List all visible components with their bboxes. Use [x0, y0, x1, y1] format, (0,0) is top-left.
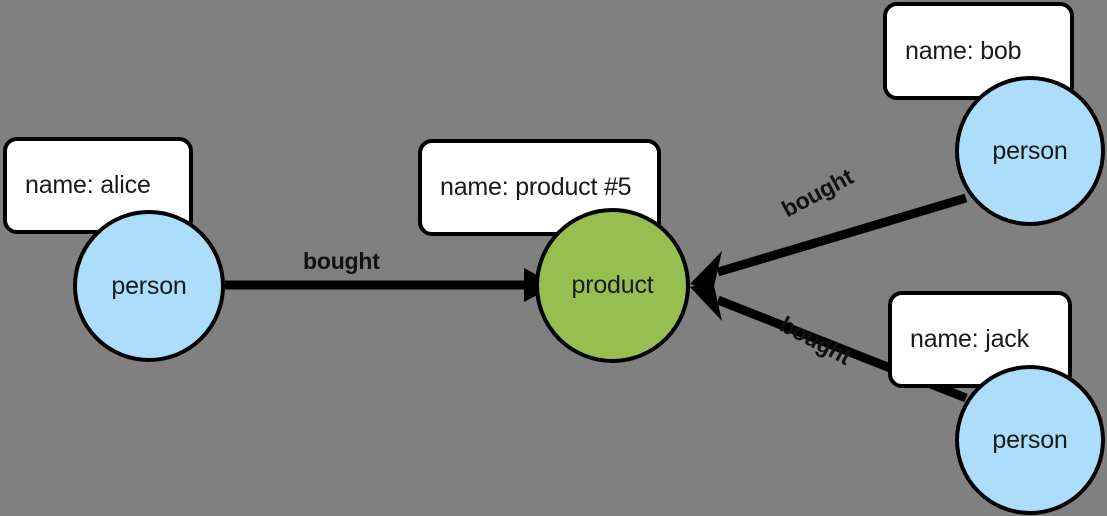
- node-label-bob: person: [992, 136, 1068, 165]
- edge-line-bob-product: [716, 193, 968, 277]
- edge-alice-bought-product[interactable]: [225, 268, 556, 302]
- property-text-jack: name: jack: [910, 325, 1029, 353]
- edge-label-alice-bought: bought: [303, 248, 380, 274]
- node-person-bob[interactable]: person: [955, 76, 1105, 226]
- edge-bob-bought-product[interactable]: [690, 193, 968, 291]
- property-text-alice: name: alice: [25, 171, 151, 199]
- node-person-alice[interactable]: person: [73, 210, 225, 362]
- node-label-product5: product: [571, 271, 654, 299]
- arrowhead-bob-product: [690, 251, 722, 291]
- node-label-jack: person: [992, 425, 1068, 454]
- property-box-alice[interactable]: name: alice: [3, 137, 193, 234]
- node-label-alice: person: [111, 271, 187, 300]
- arrowhead-jack-product: [690, 281, 722, 321]
- property-text-product5: name: product #5: [440, 173, 632, 201]
- property-text-bob: name: bob: [905, 36, 1022, 65]
- node-person-jack[interactable]: person: [955, 365, 1105, 515]
- node-product-product5[interactable]: product: [535, 208, 690, 363]
